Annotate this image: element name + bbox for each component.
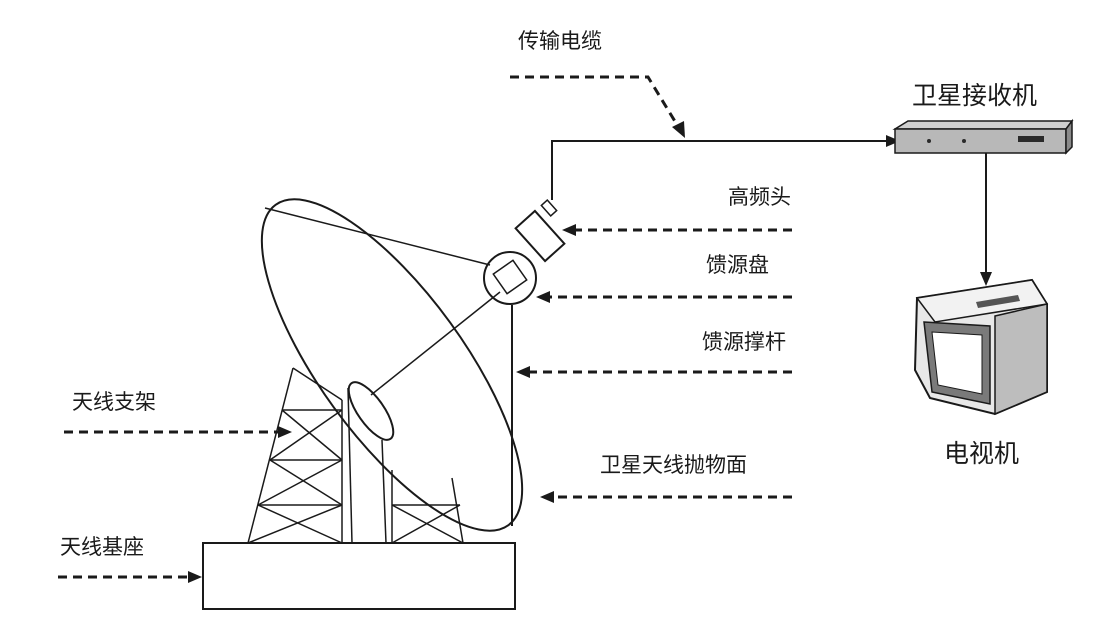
- feed-horn-disk: [483, 251, 537, 305]
- receiver-tv-arrowhead: [980, 272, 992, 286]
- label-antenna-base: 天线基座: [60, 535, 144, 559]
- label-television: 电视机: [944, 439, 1019, 468]
- cable-line: [551, 140, 888, 200]
- television-icon: [913, 278, 1049, 416]
- feed-horn-inner: [492, 259, 528, 295]
- antenna-mount-truss: [247, 367, 464, 544]
- dish-reflector: [260, 198, 524, 532]
- lnb-body: [514, 209, 566, 263]
- label-feed-horn: 馈源盘: [706, 253, 769, 277]
- dish-struts: [264, 207, 501, 396]
- leader-lines: [58, 75, 792, 583]
- cable-arrowhead: [886, 135, 900, 147]
- label-parabolic-dish: 卫星天线抛物面: [600, 453, 747, 477]
- label-antenna-mount: 天线支架: [72, 390, 156, 414]
- label-lnb: 高频头: [728, 185, 791, 209]
- label-receiver: 卫星接收机: [912, 81, 1037, 110]
- antenna-base-block: [202, 542, 516, 610]
- label-cable: 传输电缆: [518, 29, 602, 53]
- label-feed-support: 馈源撑杆: [702, 330, 786, 354]
- lnb-connector: [540, 199, 558, 217]
- dish-hub: [347, 381, 395, 441]
- receiver-box-icon: [892, 118, 1074, 155]
